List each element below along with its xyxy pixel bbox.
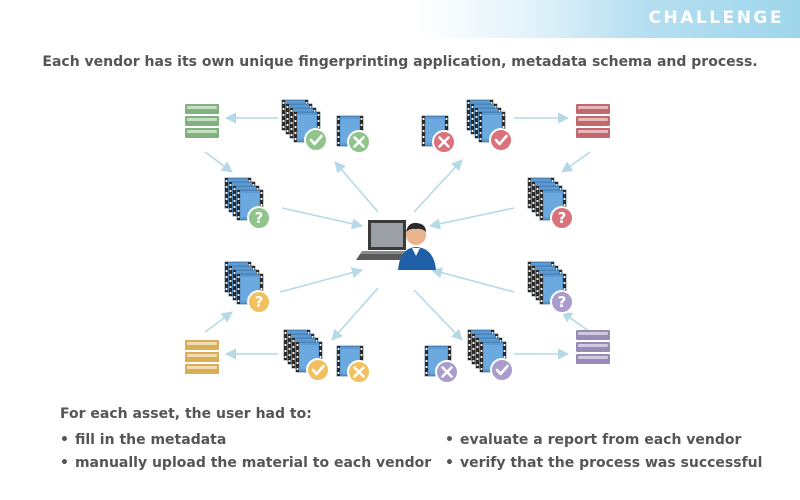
flow-arrow [413,159,463,213]
nodes-layer: ???? [185,100,610,384]
cross-badge-icon [432,130,456,154]
banner-label: CHALLENGE [648,8,784,28]
database-server-icon [576,104,610,138]
svg-text:?: ? [558,293,567,311]
svg-text:?: ? [255,209,264,227]
flow-arrow [204,151,233,173]
bullet-list-right: evaluate a report from each vendor verif… [445,429,763,475]
check-badge-icon [489,128,513,152]
flow-arrow [430,267,515,293]
flow-arrow [561,151,591,173]
bullet-item: fill in the metadata [60,429,431,452]
flow-arrow [279,267,364,293]
headline: Each vendor has its own unique fingerpri… [42,54,758,70]
question-badge-icon: ? [247,206,271,230]
check-badge-icon [490,358,514,382]
user-at-laptop-icon [356,220,436,270]
arrows-layer [204,112,591,360]
svg-text:?: ? [558,209,567,227]
question-badge-icon: ? [247,290,271,314]
check-badge-icon [306,358,330,382]
flow-arrow [331,287,379,341]
cross-badge-icon [347,360,371,384]
bullet-item: evaluate a report from each vendor [445,429,762,452]
cross-badge-icon [435,360,459,384]
flow-arrow [428,207,515,230]
database-server-icon [185,104,219,138]
svg-text:?: ? [255,293,264,311]
database-server-icon [576,330,610,364]
flow-arrow [413,289,463,341]
database-server-icon [185,340,219,374]
flow-arrow [334,161,379,213]
cross-badge-icon [347,130,371,154]
flow-arrow [281,207,364,230]
bullet-item: manually upload the material to each ven… [60,452,431,475]
question-badge-icon: ? [550,206,574,230]
question-badge-icon: ? [550,290,574,314]
bullet-list-left: fill in the metadata manually upload the… [60,429,431,475]
challenge-banner: CHALLENGE [0,0,800,38]
footer-title: For each asset, the user had to: [60,406,312,422]
vendor-diagram: ???? [185,0,610,384]
check-badge-icon [304,128,328,152]
flow-arrow [561,311,591,333]
bullet-item: verify that the process was successful [445,452,763,475]
flow-arrow [204,311,233,333]
